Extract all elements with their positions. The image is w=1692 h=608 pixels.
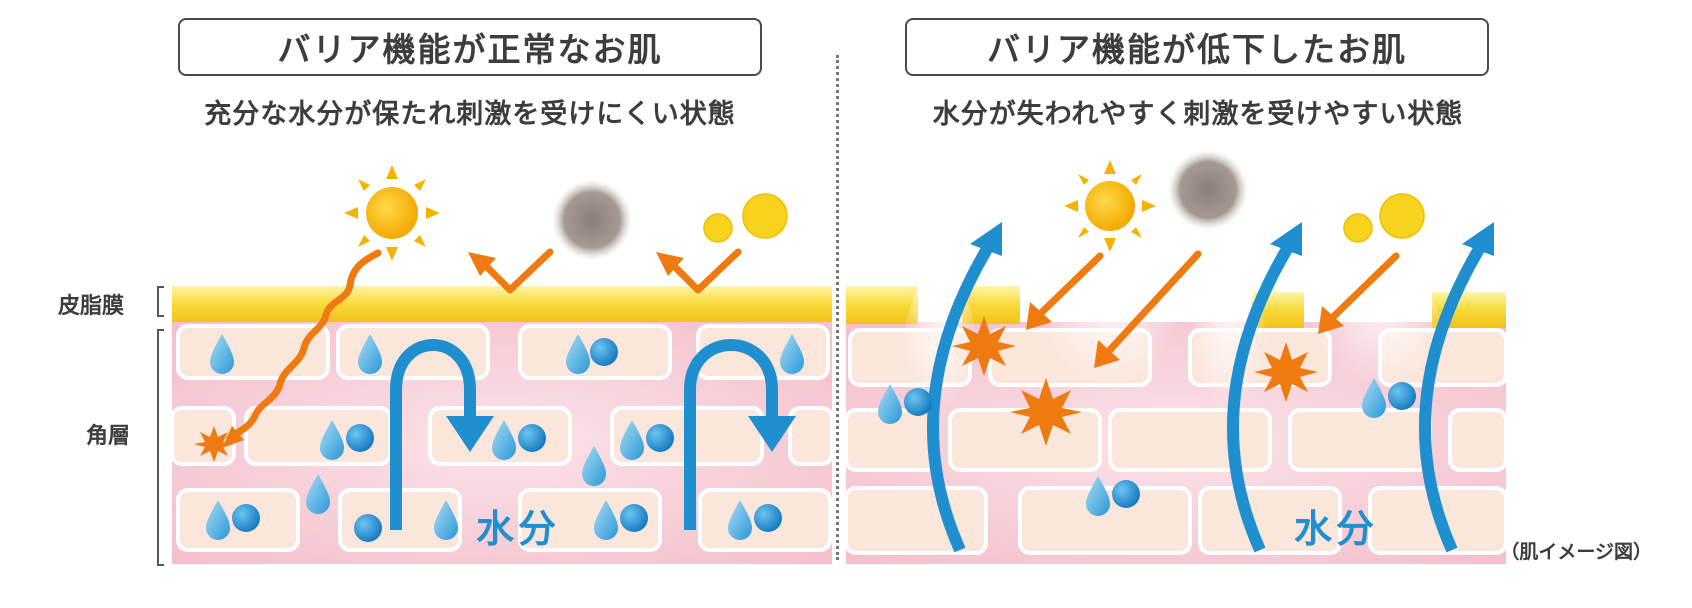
right-skin-layer [844, 270, 1508, 564]
left-panel-title: バリア機能が正常なお肌 [178, 18, 762, 76]
layer-brackets [157, 286, 164, 566]
bounce-arrow-heads [468, 252, 684, 276]
water-drop-icon [878, 378, 1416, 516]
pollution-cloud-icon [552, 180, 632, 260]
right-panel-subtitle: 水分が失われやすく刺激を受けやすい状態 [932, 99, 1464, 130]
sebum-film-label: 皮脂膜 [58, 294, 125, 319]
irritant-arrow [1036, 250, 1400, 356]
left-water-label: 水分 [476, 507, 561, 551]
uv-arrow-head [222, 426, 244, 448]
irritation-burst-icon [194, 426, 234, 462]
pollen-icon [703, 193, 1425, 243]
uv-path [226, 249, 382, 442]
sun-icon [1064, 160, 1156, 252]
stratum-corneum-label: 角層 [86, 424, 131, 449]
sun-icon [344, 165, 440, 261]
moisture-arrow-icon [390, 339, 778, 530]
left-panel-subtitle: 充分な水分が保たれ刺激を受けにくい状態 [204, 99, 736, 130]
moisture-arrow-heads [446, 416, 796, 452]
irritation-burst-icon [952, 316, 1318, 446]
moisture-escape-heads [970, 222, 1494, 256]
pollution-cloud-icon [1168, 150, 1248, 230]
panel-divider [836, 55, 839, 560]
irritant-arrow-heads [1026, 302, 1344, 368]
bounce-arrow [478, 248, 742, 294]
moisture-escape-arrow [926, 240, 1488, 553]
water-drop-icon [206, 334, 804, 542]
right-panel-title: バリア機能が低下したお肌 [905, 18, 1489, 76]
figure-caption: （肌イメージ図） [1500, 541, 1652, 563]
right-water-label: 水分 [1294, 507, 1379, 551]
